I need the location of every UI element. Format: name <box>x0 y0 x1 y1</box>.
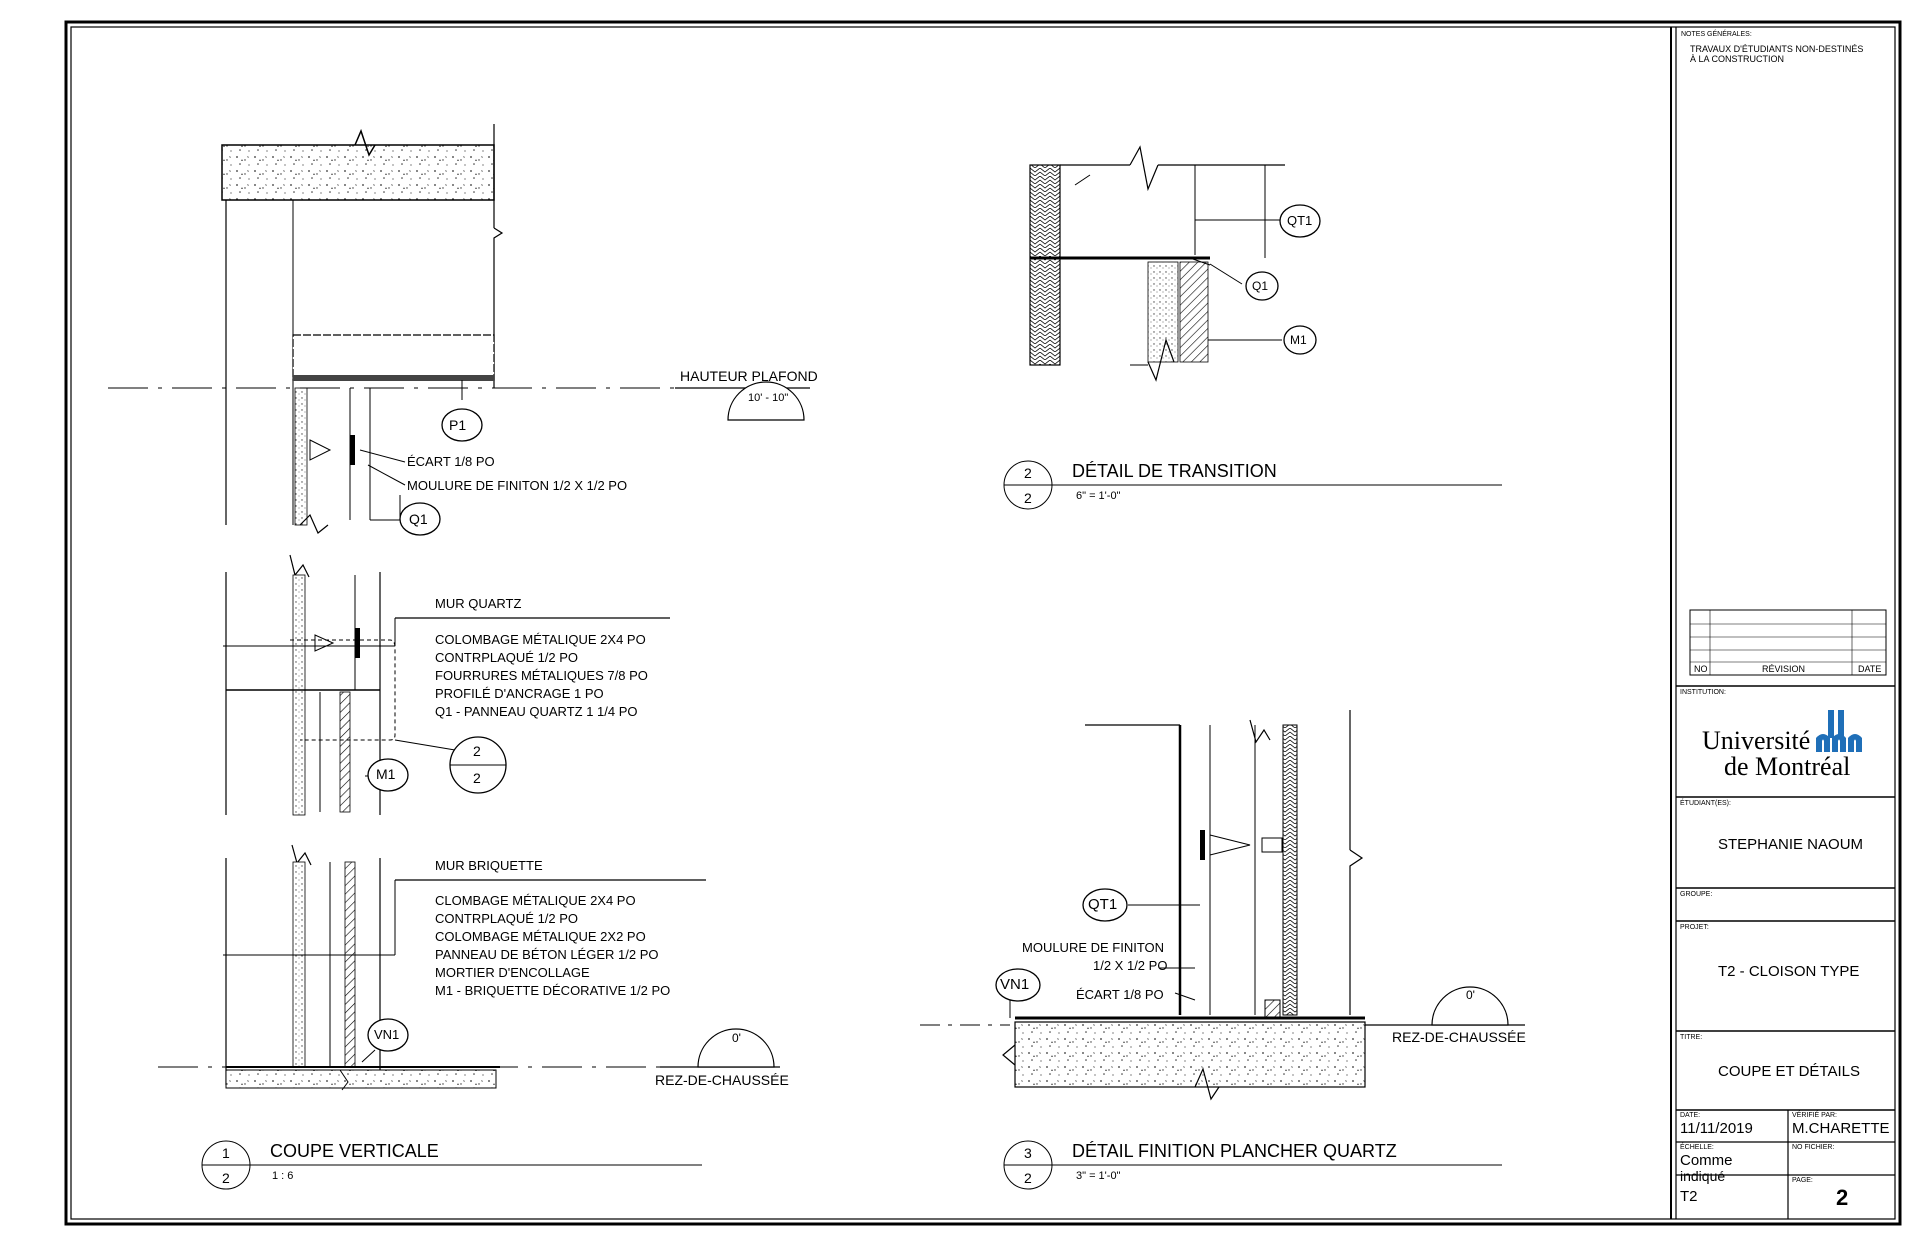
revision-date-header: DATE <box>1858 664 1882 674</box>
student-name: STEPHANIE NAOUM <box>1718 836 1864 853</box>
revision-no-header: NO <box>1694 664 1708 674</box>
quartz-item-5: Q1 - PANNEAU QUARTZ 1 1/4 PO <box>435 704 638 719</box>
brick-item-2: CONTRPLAQUÉ 1/2 PO <box>435 911 579 926</box>
detail-2-drawing <box>1029 145 1321 382</box>
detail-2-title: DÉTAIL DE TRANSITION <box>1072 461 1277 481</box>
group-label: GROUPE: <box>1680 891 1713 898</box>
brick-item-4: PANNEAU DE BÉTON LÉGER 1/2 PO <box>435 947 659 962</box>
revision-header: RÉVISION <box>1762 664 1806 674</box>
tag-vn1-1: VN1 <box>374 1027 400 1042</box>
quartz-item-2: CONTRPLAQUÉ 1/2 PO <box>435 650 579 665</box>
scale-value-line-1: Comme <box>1680 1152 1733 1169</box>
gap-label-3: ÉCART 1/8 PO <box>1076 987 1164 1002</box>
detail-1-title: COUPE VERTICALE <box>270 1141 439 1161</box>
notes-heading: NOTES GÉNÉRALES: <box>1681 31 1752 38</box>
detail-3-number: 3 <box>1024 1145 1032 1161</box>
detail-3-sheet: 2 <box>1024 1170 1032 1186</box>
detail-2-number: 2 <box>1024 465 1032 481</box>
ceiling-height-label: HAUTEUR PLAFOND <box>680 368 818 384</box>
floor-height-3: 0' <box>1466 988 1475 1002</box>
gap-label-1: ÉCART 1/8 PO <box>407 454 495 469</box>
tag-q1-2: Q1 <box>1252 279 1269 293</box>
brick-item-1: CLOMBAGE MÉTALIQUE 2X4 PO <box>435 893 636 908</box>
ceiling-slab <box>221 144 495 201</box>
detail-1-scale: 1 : 6 <box>272 1170 294 1182</box>
notes-line-2: À LA CONSTRUCTION <box>1690 54 1785 64</box>
quartz-item-3: FOURRURES MÉTALIQUES 7/8 PO <box>435 668 648 683</box>
udem-logo-icon <box>1816 710 1862 752</box>
ref-number: 2 <box>473 743 481 759</box>
outer-border <box>64 20 1902 1226</box>
project-label: PROJET: <box>1680 924 1709 931</box>
tag-qt1-2: QT1 <box>1287 213 1313 228</box>
detail-3-title: DÉTAIL FINITION PLANCHER QUARTZ <box>1072 1141 1397 1161</box>
quartz-wall-heading: MUR QUARTZ <box>435 596 522 611</box>
molding-label-3b: 1/2 X 1/2 PO <box>1093 958 1168 973</box>
scale-label: ÉCHELLE: <box>1680 1144 1714 1151</box>
detail-1-drawing <box>108 124 810 1091</box>
brick-item-3: COLOMBAGE MÉTALIQUE 2X2 PO <box>435 929 646 944</box>
detail-1-number: 1 <box>222 1145 230 1161</box>
quartz-item-1: COLOMBAGE MÉTALIQUE 2X4 PO <box>435 632 646 647</box>
ceiling-height-value: 10' - 10" <box>748 392 789 404</box>
students-label: ÉTUDIANT(ES): <box>1680 800 1731 807</box>
tag-qt1-3: QT1 <box>1088 896 1118 913</box>
file-label: NO FICHIER: <box>1792 1144 1835 1151</box>
ceiling-plenum <box>292 334 495 381</box>
detail-2-scale: 6" = 1'-0" <box>1076 490 1121 502</box>
floor-height-1: 0' <box>732 1031 741 1045</box>
quartz-item-4: PROFILÉ D'ANCRAGE 1 PO <box>435 686 604 701</box>
project-name: T2 - CLOISON TYPE <box>1718 963 1860 980</box>
file-number: T2 <box>1680 1188 1698 1205</box>
brick-item-5: MORTIER D'ENCOLLAGE <box>435 965 590 980</box>
title-name: COUPE ET DÉTAILS <box>1718 1063 1860 1080</box>
inner-border <box>70 26 1896 1220</box>
notes-line-1: TRAVAUX D'ÉTUDIANTS NON-DESTINÉS <box>1690 44 1864 54</box>
title-block-lines <box>1676 609 1895 1219</box>
tag-m1-2: M1 <box>1290 333 1307 347</box>
detail-2-sheet: 2 <box>1024 490 1032 506</box>
tag-m1-1: M1 <box>376 766 396 782</box>
floor-label-1: REZ-DE-CHAUSSÉE <box>655 1072 789 1088</box>
page-label: PAGE: <box>1792 1177 1813 1184</box>
tag-vn1-3: VN1 <box>1000 976 1030 993</box>
university-name-line-2: de Montréal <box>1724 752 1851 781</box>
verified-label: VÉRIFIÉ PAR: <box>1792 1112 1837 1119</box>
floor-label-3: REZ-DE-CHAUSSÉE <box>1392 1029 1526 1045</box>
verified-by: M.CHARETTE <box>1792 1120 1890 1137</box>
brick-item-6: M1 - BRIQUETTE DÉCORATIVE 1/2 PO <box>435 983 671 998</box>
detail-1-sheet: 2 <box>222 1170 230 1186</box>
brick-wall-heading: MUR BRIQUETTE <box>435 858 543 873</box>
date-value: 11/11/2019 <box>1680 1120 1753 1137</box>
molding-label-3a: MOULURE DE FINITON <box>1022 940 1165 955</box>
floor-slab-3 <box>1014 1021 1366 1088</box>
detail-3-scale: 3" = 1'-0" <box>1076 1170 1121 1182</box>
title-markers <box>201 460 1502 1190</box>
tag-q1-1: Q1 <box>409 511 428 527</box>
scale-value-line-2: indiqué <box>1680 1168 1726 1184</box>
date-label: DATE: <box>1680 1112 1701 1119</box>
institution-label: INSTITUTION: <box>1680 689 1726 696</box>
floor-slab-1 <box>225 1069 497 1089</box>
page-number: 2 <box>1836 1185 1849 1210</box>
molding-label-1: MOULURE DE FINITON 1/2 X 1/2 PO <box>407 478 628 493</box>
ref-sheet: 2 <box>473 770 481 786</box>
university-name-line-1: Université <box>1702 726 1811 755</box>
tag-p1: P1 <box>449 417 467 433</box>
title-label: TITRE: <box>1680 1034 1703 1041</box>
detail-3-drawing <box>920 710 1525 1101</box>
